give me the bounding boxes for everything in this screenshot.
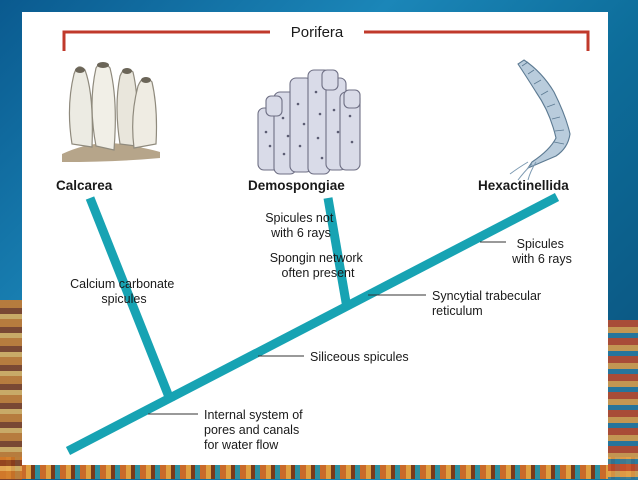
calcarea-branch [85,196,176,404]
demospongiae-sponge-image [257,69,361,175]
note-spicules-not-6-rays: Spicules not with 6 rays [265,211,337,240]
main-branch [65,193,560,455]
note-siliceous-spicules: Siliceous spicules [310,350,409,364]
group-label-demospongiae: Demospongiae [248,178,345,193]
demospongiae-branch [323,197,352,309]
note-syncytial-reticulum: Syncytial trabecular reticulum [432,289,545,318]
note-calcium-carbonate: Calcium carbonate spicules [70,277,178,306]
clade-label: Porifera [291,24,344,41]
group-label-calcarea: Calcarea [56,178,113,193]
note-spongin-network: Spongin network often present [270,251,367,280]
background-reef-left [0,300,22,480]
hexactinellida-sponge-image [509,59,571,181]
note-spicules-6-rays: Spicules with 6 rays [511,237,572,266]
porifera-bracket [62,30,590,51]
slide-panel: Porifera [22,12,608,465]
group-label-hexactinellida: Hexactinellida [478,178,569,193]
note-internal-pore-system: Internal system of pores and canals for … [204,408,306,452]
background-reef-right [608,320,638,480]
annotation-lines [148,241,506,415]
calcarea-sponge-image [62,62,160,162]
cladogram: Porifera [56,24,590,455]
